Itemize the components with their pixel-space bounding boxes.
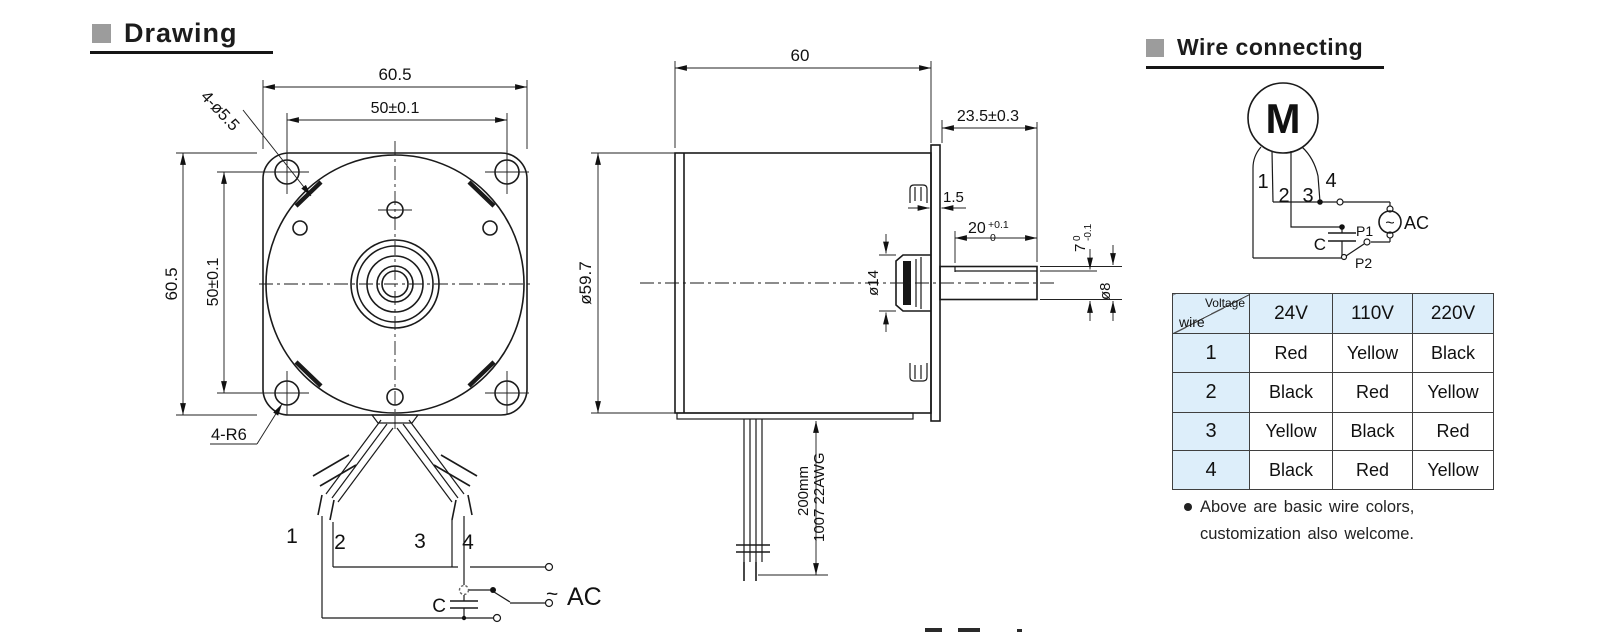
- holes-leader: [242, 109, 312, 197]
- rivet-hole: [292, 220, 308, 236]
- side-dimension-lines: [595, 65, 1116, 575]
- front-view: 60.5 50±0.1 60.5 50±0.1 4-ø5.5 4-R6 1 2 …: [162, 65, 602, 623]
- wire-color-cell: Red: [1249, 333, 1333, 373]
- dim-width-top: 60.5: [378, 65, 411, 84]
- p2-label: P2: [1355, 255, 1372, 271]
- wire-color-cell: Red: [1412, 412, 1494, 451]
- wire-color-cell: Yellow: [1412, 450, 1494, 490]
- wire-color-cell: Black: [1332, 412, 1413, 451]
- front-schematic: C ~ AC: [321, 516, 602, 623]
- table-corner-cell: Voltage wire: [1172, 293, 1250, 334]
- wire-color-cell: Black: [1249, 372, 1333, 413]
- col-header-220v: 220V: [1412, 293, 1494, 334]
- front-wire-4: 4: [462, 531, 474, 554]
- side-lead-wires: [736, 419, 770, 581]
- side-extension-lines: [591, 61, 1122, 576]
- note-line-2: customization also welcome.: [1200, 525, 1415, 543]
- schematic-wire-2: 2: [1278, 185, 1289, 207]
- table-row: 4 Black Red Yellow: [1172, 450, 1494, 490]
- row-wire-number: 4: [1172, 450, 1250, 490]
- flat-length-sup: +0.1: [988, 219, 1009, 231]
- wire-color-cell: Red: [1332, 372, 1413, 413]
- wire-color-cell: Black: [1412, 333, 1494, 373]
- schematic-capacitor-label: C: [1314, 235, 1326, 254]
- motor-symbol: [1247, 82, 1319, 154]
- side-view: 60 23.5±0.3 1.5 20 +0.1 0 ø59.7 ø14 7 0 …: [576, 46, 1122, 581]
- dim-holes-top: 50±0.1: [371, 100, 420, 117]
- flat-depth-sup: 0: [1072, 235, 1083, 241]
- title-square-icon: [92, 24, 111, 43]
- table-row: 1 Red Yellow Black: [1172, 333, 1494, 373]
- schematic-wire-4: 4: [1325, 170, 1336, 192]
- front-wire-2: 2: [334, 531, 346, 554]
- front-capacitor-label: C: [432, 596, 446, 617]
- dim-height-left: 60.5: [162, 267, 181, 300]
- ac-source-symbol: [1378, 210, 1402, 234]
- corner-wire-label: wire: [1179, 314, 1205, 330]
- corner-leader: [256, 403, 283, 445]
- dim-flange-thk: 1.5: [943, 189, 964, 206]
- wire-color-table: Voltage wire 24V 110V 220V 1 Red Yellow …: [1172, 293, 1494, 490]
- corner-voltage-label: Voltage: [1204, 296, 1245, 310]
- wire-title-text: Wire connecting: [1177, 34, 1364, 60]
- wire-color-cell: Yellow: [1332, 333, 1413, 373]
- dim-shaft-dia: ø8: [1097, 282, 1114, 300]
- wire-color-note: Above are basic wire colors, customizati…: [1184, 494, 1616, 548]
- drawing-title-text: Drawing: [124, 18, 238, 48]
- col-header-110v: 110V: [1332, 293, 1413, 334]
- col-header-24v: 24V: [1249, 293, 1333, 334]
- wire-color-cell: Red: [1332, 450, 1413, 490]
- note-line-1: Above are basic wire colors,: [1200, 498, 1415, 516]
- dim-shaft-length: 23.5±0.3: [957, 108, 1019, 125]
- wire-section-title: Wire connecting: [1146, 34, 1363, 61]
- wiring-diagram: M ~ 1 2 3 4 P1 P2 C AC: [1247, 82, 1429, 271]
- dim-body-length: 60: [791, 46, 810, 65]
- front-wire-1: 1: [286, 525, 298, 548]
- cutoff-text-fragment: [925, 628, 1022, 632]
- front-ac-tilde: ~: [546, 583, 558, 606]
- retaining-clips: [909, 184, 928, 382]
- row-wire-number: 3: [1172, 412, 1250, 451]
- motor-symbol-label: M: [1266, 95, 1301, 142]
- flat-depth-sub: -0.1: [1083, 223, 1094, 241]
- flat-depth: 7: [1072, 244, 1089, 252]
- row-wire-number: 1: [1172, 333, 1250, 373]
- p1-label: P1: [1356, 223, 1373, 239]
- extension-lines: [176, 80, 528, 416]
- flat-length-sub: 0: [990, 232, 996, 244]
- rivet-hole: [482, 220, 498, 236]
- lead-spec: 1007 22AWG: [811, 453, 828, 543]
- flat-length: 20: [968, 220, 986, 237]
- table-row: 2 Black Red Yellow: [1172, 372, 1494, 413]
- wire-color-cell: Black: [1249, 450, 1333, 490]
- schematic-ac-label: AC: [1404, 213, 1429, 233]
- schematic-wire-1: 1: [1257, 171, 1268, 193]
- lead-wire-bundles: [312, 414, 478, 521]
- title-square-icon: [1146, 38, 1164, 57]
- ac-source-tilde: ~: [1385, 215, 1394, 232]
- dim-hub-dia: ø14: [865, 270, 882, 296]
- wire-color-cell: Yellow: [1412, 372, 1494, 413]
- wire-title-underline: [1146, 66, 1384, 69]
- wire-color-cell: Yellow: [1249, 412, 1333, 451]
- label-corner-radius: 4-R6: [211, 426, 247, 444]
- bottom-cover-lip: [676, 412, 914, 420]
- row-wire-number: 2: [1172, 372, 1250, 413]
- dim-holes-left: 50±0.1: [205, 257, 222, 306]
- schematic-wire-3: 3: [1302, 185, 1313, 207]
- front-ac-label: AC: [567, 583, 602, 611]
- dimension-lines: [180, 84, 527, 415]
- bullet-icon: [1184, 503, 1192, 511]
- dim-body-dia: ø59.7: [576, 261, 595, 304]
- front-wire-3: 3: [414, 530, 426, 553]
- label-holes: 4-ø5.5: [197, 87, 243, 134]
- table-row: 3 Yellow Black Red: [1172, 412, 1494, 451]
- drawing-section-title: Drawing: [92, 18, 238, 49]
- lead-length: 200mm: [795, 466, 812, 516]
- drawing-title-underline: [90, 51, 273, 54]
